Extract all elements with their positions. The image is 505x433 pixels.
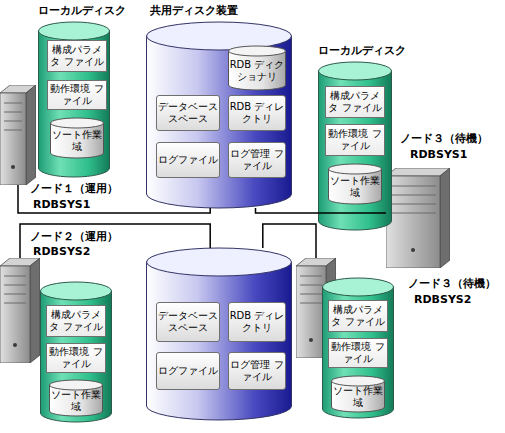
shared-file-box: RDB ディレクトリ <box>228 302 286 342</box>
file-box: 動作環境 ファイル <box>46 343 106 373</box>
file-label: 構成パラメタ ファイル <box>329 304 387 328</box>
local-disk: 構成パラメタ ファイル動作環境 ファイルソート作業域 <box>322 278 394 418</box>
shared-file-box: ログ管理 ファイル <box>228 142 286 178</box>
file-box: 構成パラメタ ファイル <box>325 86 385 118</box>
file-box: 構成パラメタ ファイル <box>47 40 107 72</box>
file-box: 動作環境 ファイル <box>325 124 385 156</box>
shared-file-box: ログファイル <box>156 352 220 390</box>
file-label: 構成パラメタ ファイル <box>326 90 384 114</box>
server-node: ノード３（待機）RDBSYS1 <box>386 168 450 268</box>
disk-heading: ローカルディスク <box>318 44 406 58</box>
shared-file-box: ログファイル <box>156 142 220 178</box>
file-label: ログ管理 ファイル <box>229 359 285 383</box>
network-line <box>263 224 316 258</box>
node-label: ノード３（待機） <box>400 132 488 146</box>
storage-label: RDB ディクショナリ <box>228 59 286 83</box>
network-line <box>18 185 210 213</box>
shared-file-box: ログ管理 ファイル <box>228 352 286 390</box>
local-disk: ローカルディスク構成パラメタ ファイル動作環境 ファイルソート作業域 <box>318 62 392 230</box>
file-box: 動作環境 ファイル <box>328 338 388 368</box>
file-label: RDB ディレクトリ <box>229 310 285 334</box>
file-box: 構成パラメタ ファイル <box>328 300 388 332</box>
storage-label: ソート作業域 <box>331 385 385 409</box>
storage-label: ソート作業域 <box>49 389 103 413</box>
shared-disk: データベース スペース RDB ディレクトリログファイルログ管理 ファイル <box>146 248 292 420</box>
file-label: ログファイル <box>158 365 218 377</box>
disk-heading: ローカルディスク <box>38 4 126 18</box>
node-label: ノード２（運用） <box>30 230 118 244</box>
file-label: データベース スペース <box>157 101 219 125</box>
file-label: 動作環境 ファイル <box>48 83 106 107</box>
file-box: 構成パラメタ ファイル <box>46 305 106 337</box>
rdbsys-label: RDBSYS1 <box>33 198 90 212</box>
local-disk: ローカルディスク構成パラメタ ファイル動作環境 ファイルソート作業域 <box>38 22 110 177</box>
file-box: 動作環境 ファイル <box>47 80 107 110</box>
rdbsys-label: RDBSYS1 <box>410 148 467 162</box>
storage-cylinder-node: ソート作業域 <box>328 164 382 204</box>
shared-file-box: データベース スペース <box>156 95 220 131</box>
rdbsys-label: RDBSYS2 <box>33 245 90 259</box>
local-disk: 構成パラメタ ファイル動作環境 ファイルソート作業域 <box>40 282 112 422</box>
server-node: ノード２（運用）RDBSYS2 <box>0 258 40 363</box>
storage-cylinder-node: RDB ディクショナリ <box>228 46 286 90</box>
file-label: ログファイル <box>158 154 218 166</box>
storage-cylinder-node: ソート作業域 <box>50 118 104 158</box>
file-label: RDB ディレクトリ <box>229 101 285 125</box>
server-tower <box>386 168 450 268</box>
file-label: 動作環境 ファイル <box>329 341 387 365</box>
storage-label: ソート作業域 <box>50 129 104 153</box>
node-label: ノード３（待機） <box>408 277 496 291</box>
storage-label: ソート作業域 <box>328 175 382 199</box>
shared-file-box: データベース スペース <box>156 302 220 342</box>
file-label: データベース スペース <box>157 310 219 334</box>
file-label: 動作環境 ファイル <box>47 346 105 370</box>
server-node: ノード１（運用）RDBSYS1 <box>0 85 36 185</box>
network-line <box>20 224 210 258</box>
network-line <box>256 208 387 213</box>
rdbsys-label: RDBSYS2 <box>414 293 471 307</box>
server-tower <box>0 258 40 363</box>
storage-cylinder-node: ソート作業域 <box>49 380 103 416</box>
shared-file-box: RDB ディレクトリ <box>228 95 286 131</box>
file-label: 構成パラメタ ファイル <box>48 44 106 68</box>
file-label: ログ管理 ファイル <box>229 148 285 172</box>
file-label: 構成パラメタ ファイル <box>47 309 105 333</box>
server-tower <box>0 85 36 185</box>
storage-cylinder-node: ソート作業域 <box>331 376 385 412</box>
file-label: 動作環境 ファイル <box>326 128 384 152</box>
shared-disk: 共用ディスク装置RDB ディクショナリデータベース スペースRDB ディレクトリ… <box>146 22 292 208</box>
disk-heading: 共用ディスク装置 <box>150 4 238 18</box>
node-label: ノード１（運用） <box>30 182 118 196</box>
